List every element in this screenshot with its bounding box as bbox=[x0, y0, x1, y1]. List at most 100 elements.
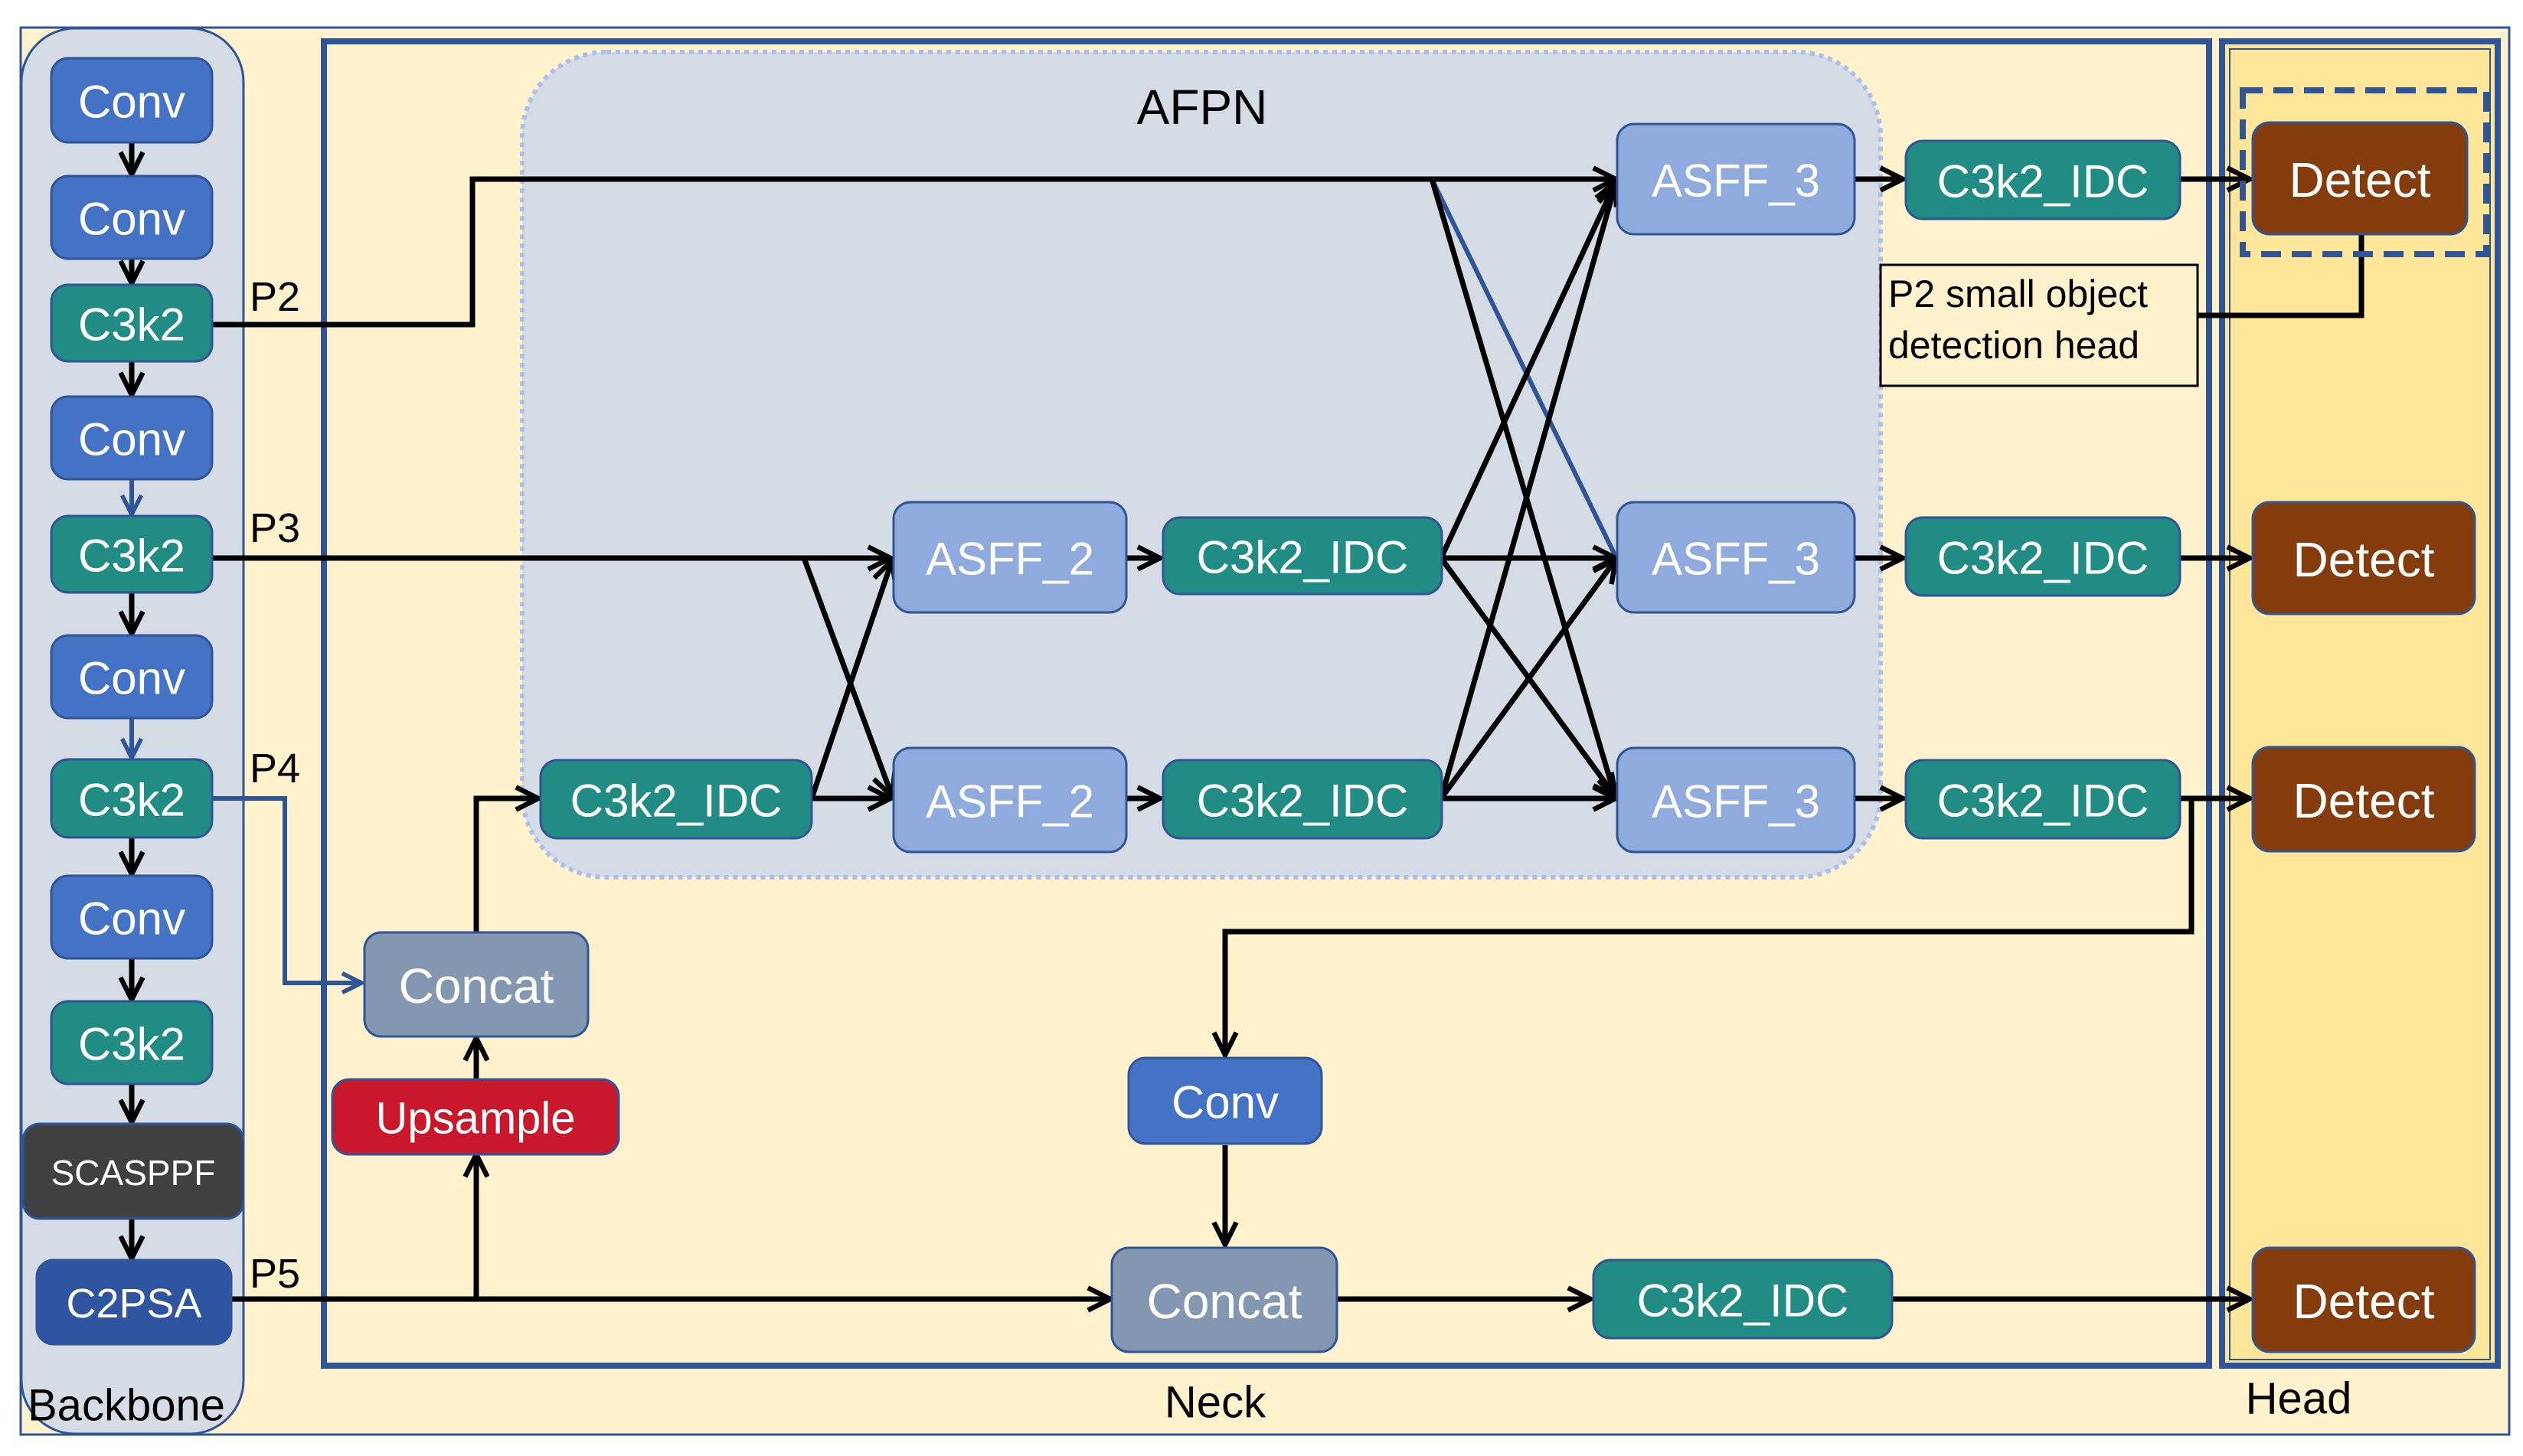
c3k2-label: C3k2 bbox=[78, 530, 185, 582]
node-afpn-c3k2idc-mid-bot: C3k2_IDC bbox=[1162, 759, 1443, 840]
conv-label: Conv bbox=[78, 194, 185, 245]
node-bb-c3k2-3: C3k2 bbox=[50, 758, 214, 839]
node-hd-detect-4: Detect bbox=[2251, 1246, 2476, 1353]
c3k2-label: C3k2 bbox=[78, 775, 185, 826]
conv-block bbox=[50, 874, 214, 960]
node-afpn-c3k2idc-mid-top: C3k2_IDC bbox=[1162, 516, 1443, 596]
node-nk-c3k2idc-out-4: C3k2_IDC bbox=[1592, 1258, 1894, 1340]
asff-block bbox=[892, 501, 1128, 614]
conv-label: Conv bbox=[78, 77, 185, 128]
node-nk-concat-2: Concat bbox=[1110, 1246, 1338, 1353]
edge-mid-bot-asff3-2 bbox=[1439, 560, 1616, 801]
detect-label: Detect bbox=[2293, 1274, 2435, 1329]
edge-concat1-c3k2idc-in bbox=[473, 798, 538, 932]
detect-label: Detect bbox=[2293, 532, 2435, 587]
node-bb-conv-2: Conv bbox=[50, 175, 214, 260]
c3k2-label: C3k2 bbox=[78, 1019, 185, 1070]
upsample-label: Upsample bbox=[375, 1094, 575, 1144]
detect-block bbox=[2251, 746, 2476, 853]
c3k2-block bbox=[1904, 139, 2181, 220]
c3k2-label: C3k2_IDC bbox=[1937, 775, 2149, 827]
afpn-panel bbox=[520, 50, 1883, 880]
concat-label: Concat bbox=[399, 958, 554, 1014]
feature-label-p4: P4 bbox=[250, 746, 300, 792]
conv-block bbox=[50, 175, 214, 260]
p2-annotation-line1: P2 small object bbox=[1888, 273, 2148, 315]
node-nk-conv: Conv bbox=[1127, 1056, 1323, 1145]
node-afpn-asff3-2: ASFF_3 bbox=[1616, 501, 1856, 614]
node-bb-scasppf: SCASPPF bbox=[21, 1122, 245, 1220]
edges bbox=[132, 142, 2364, 1299]
c3k2-block bbox=[50, 1000, 214, 1085]
edge-out3-conv bbox=[1225, 798, 2195, 1055]
c3k2-block bbox=[50, 283, 214, 363]
conv-label: Conv bbox=[78, 414, 185, 465]
detect-label: Detect bbox=[2289, 152, 2431, 207]
edge-p3-asff2-bot bbox=[801, 557, 892, 796]
p2-annotation: P2 small object detection head bbox=[1879, 263, 2199, 387]
conv-block bbox=[50, 57, 214, 144]
node-bb-c2psa: C2PSA bbox=[35, 1258, 233, 1346]
neck-label: Neck bbox=[1165, 1378, 1266, 1428]
concat-label: Concat bbox=[1147, 1274, 1302, 1329]
c3k2-label: C3k2 bbox=[78, 299, 185, 351]
edge-mid-bot-asff3-1 bbox=[1438, 184, 1616, 799]
backbone-label: Backbone bbox=[28, 1381, 225, 1431]
node-nk-concat-1: Concat bbox=[363, 931, 590, 1038]
asff-label: ASFF_3 bbox=[1652, 155, 1820, 207]
node-nk-upsample: Upsample bbox=[331, 1078, 620, 1156]
asff-block bbox=[1616, 746, 1856, 854]
asff-label: ASFF_2 bbox=[926, 776, 1094, 828]
node-afpn-asff2-bot: ASFF_2 bbox=[892, 746, 1128, 854]
concat-block bbox=[1110, 1246, 1338, 1353]
upsample-block bbox=[331, 1078, 620, 1156]
conv-block bbox=[50, 395, 214, 481]
p2-annotation-line2: detection head bbox=[1888, 324, 2139, 367]
node-hd-detect-3: Detect bbox=[2251, 746, 2476, 853]
node-hd-detect-1: Detect bbox=[2251, 121, 2469, 236]
p2-detect-highlight-box bbox=[2240, 87, 2489, 257]
edge-annotation-detect1 bbox=[2198, 234, 2364, 318]
c3k2-block bbox=[50, 514, 214, 594]
detect-block bbox=[2251, 121, 2469, 236]
feature-label-p5: P5 bbox=[250, 1251, 300, 1297]
conv-label: Conv bbox=[1172, 1077, 1279, 1128]
node-bb-conv-5: Conv bbox=[50, 874, 214, 960]
node-afpn-c3k2idc-in: C3k2_IDC bbox=[539, 759, 813, 840]
concat-block bbox=[363, 931, 590, 1038]
c3k2-label: C3k2_IDC bbox=[1197, 532, 1409, 583]
conv-label: Conv bbox=[78, 893, 185, 945]
asff-block bbox=[1616, 501, 1856, 614]
edge-p2-asff3-1 bbox=[208, 179, 1616, 328]
c3k2-block bbox=[539, 759, 813, 840]
c3k2-label: C3k2_IDC bbox=[1197, 775, 1409, 827]
asff-label: ASFF_2 bbox=[926, 534, 1094, 585]
c3k2-label: C3k2_IDC bbox=[1637, 1275, 1849, 1327]
edge-p2-asff3-3 bbox=[1429, 178, 1616, 798]
node-bb-conv-1: Conv bbox=[50, 57, 214, 144]
afpn-section: AFPN bbox=[520, 50, 1883, 880]
conv-label: Conv bbox=[78, 653, 185, 704]
asff-label: ASFF_3 bbox=[1652, 534, 1820, 585]
detect-block bbox=[2251, 1246, 2476, 1353]
detect-block bbox=[2251, 501, 2476, 615]
c3k2-block bbox=[1592, 1258, 1894, 1340]
c3k2-block bbox=[1904, 759, 2181, 840]
conv-block bbox=[50, 634, 214, 720]
edge-p2-asff3-2 bbox=[1430, 178, 1618, 558]
c3k2-block bbox=[50, 758, 214, 839]
c3k2-label: C3k2_IDC bbox=[570, 775, 783, 827]
c2psa-block bbox=[35, 1258, 233, 1346]
feature-label-p3: P3 bbox=[250, 505, 300, 551]
node-bb-conv-4: Conv bbox=[50, 634, 214, 720]
head-panel-inner-border bbox=[2229, 48, 2491, 1360]
c2psa-label: C2PSA bbox=[66, 1281, 201, 1327]
asff-label: ASFF_3 bbox=[1652, 776, 1820, 828]
node-bb-c3k2-2: C3k2 bbox=[50, 514, 214, 594]
feature-label-p2: P2 bbox=[250, 274, 300, 320]
afpn-label: AFPN bbox=[1137, 80, 1268, 135]
detect-label: Detect bbox=[2293, 773, 2435, 828]
c3k2-block bbox=[1162, 759, 1443, 840]
p2-annotation-box bbox=[1879, 263, 2199, 387]
node-bb-conv-3: Conv bbox=[50, 395, 214, 481]
